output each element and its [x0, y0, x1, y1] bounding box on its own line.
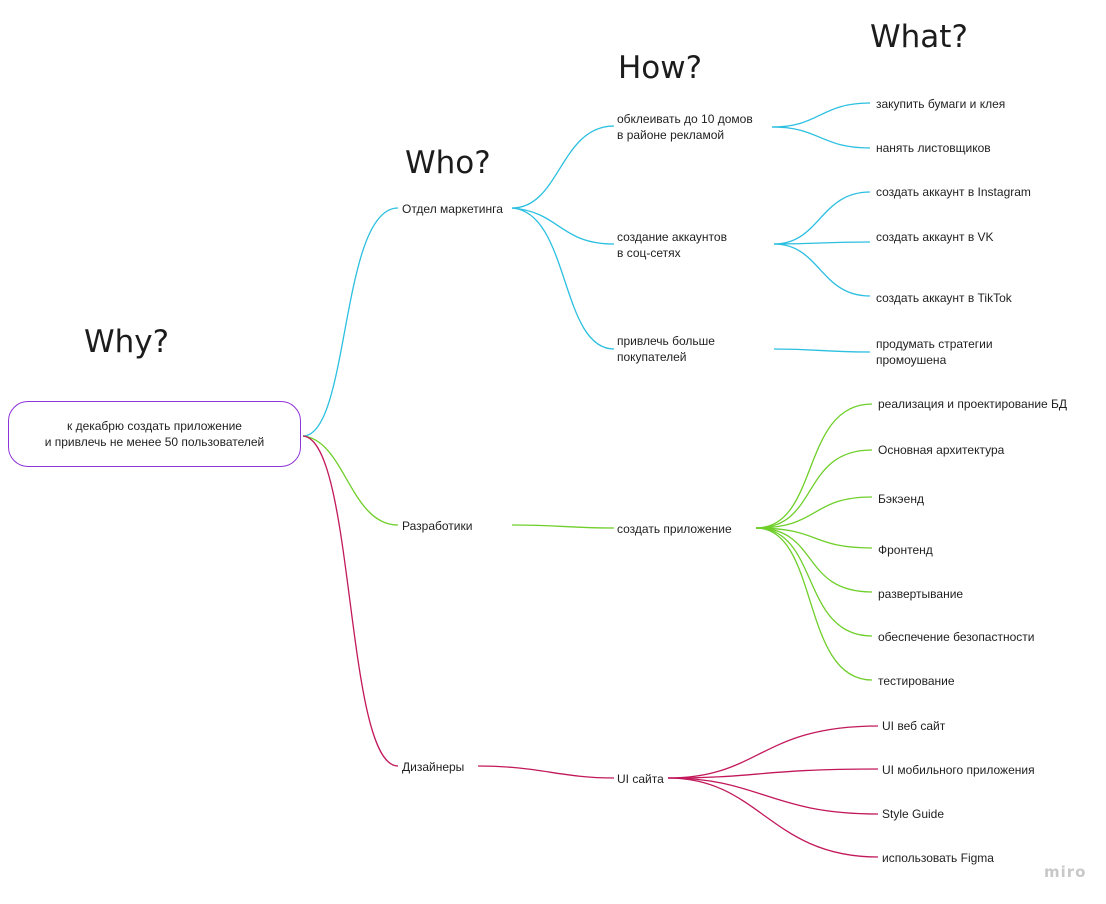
connector-marketing-social — [511, 207, 615, 245]
node-app-item-6[interactable]: обеспечение безопастности — [878, 630, 1035, 644]
node-posters-item-1[interactable]: закупить бумаги и клея — [876, 97, 1006, 111]
root-goal-node[interactable]: к декабрю создать приложение и привлечь … — [8, 401, 301, 467]
connector-app-item-7 — [755, 527, 873, 681]
connector-app-item-2 — [755, 449, 873, 529]
node-app-item-7[interactable]: тестирование — [878, 674, 955, 688]
connector-root-design — [302, 435, 399, 767]
connector-app-item-4 — [755, 527, 873, 549]
node-customers-item-1[interactable]: продумать стратегии промоушена — [876, 337, 993, 367]
node-ui-item-1[interactable]: UI веб сайт — [882, 719, 946, 733]
node-ui-item-3[interactable]: Style Guide — [882, 807, 945, 821]
node-development[interactable]: Разработики — [402, 519, 473, 533]
node-app-item-3[interactable]: Бэкэенд — [878, 492, 924, 506]
connector-ui-item-2 — [667, 768, 879, 779]
node-marketing-social[interactable]: создание аккаунтов в соц-сетях — [617, 230, 727, 260]
node-app-item-4[interactable]: Фронтенд — [878, 543, 933, 557]
connector-ui-item-1 — [667, 725, 879, 779]
connector-marketing-posters — [511, 125, 615, 209]
connector-design-ui — [477, 765, 615, 779]
connector-ui-item-3 — [667, 777, 879, 815]
node-marketing-posters[interactable]: обклеивать до 10 домов в районе рекламой — [617, 112, 753, 142]
connector-posters-item-1 — [771, 102, 871, 128]
connector-customers-item-1 — [773, 348, 871, 353]
connector-marketing-customers — [511, 207, 615, 350]
miro-logo: miro — [1044, 863, 1087, 881]
node-marketing[interactable]: Отдел маркетинга — [402, 202, 503, 216]
connector-ui-item-4 — [667, 777, 879, 858]
connector-social-item-1 — [773, 191, 871, 245]
connector-root-development — [302, 435, 399, 526]
node-ui-item-4[interactable]: использовать Figma — [882, 851, 994, 865]
connector-root-marketing — [302, 207, 399, 437]
connector-app-item-6 — [755, 527, 873, 637]
node-posters-item-2[interactable]: нанять листовщиков — [876, 141, 991, 155]
connector-social-item-2 — [773, 241, 871, 245]
connector-app-item-5 — [755, 527, 873, 593]
node-ui-item-2[interactable]: UI мобильного приложения — [882, 763, 1035, 777]
node-app-item-1[interactable]: реализация и проектирование БД — [878, 397, 1068, 411]
node-app-item-2[interactable]: Основная архитектура — [878, 443, 1005, 457]
node-social-item-1[interactable]: создать аккаунт в Instagram — [876, 185, 1031, 199]
heading-what: What? — [870, 19, 968, 55]
node-design-ui[interactable]: UI сайта — [617, 772, 664, 786]
node-development-app[interactable]: создать приложение — [617, 522, 732, 536]
heading-who: Who? — [405, 145, 491, 181]
connector-posters-item-2 — [771, 126, 871, 149]
node-app-item-5[interactable]: развертывание — [878, 587, 964, 601]
connector-app-item-3 — [755, 496, 873, 529]
connector-development-app — [511, 524, 615, 529]
connector-social-item-3 — [773, 243, 871, 297]
connector-app-item-1 — [755, 403, 873, 529]
heading-why: Why? — [84, 324, 170, 360]
node-design[interactable]: Дизайнеры — [402, 760, 465, 774]
node-social-item-2[interactable]: создать аккаунт в VK — [876, 230, 994, 244]
node-social-item-3[interactable]: создать аккаунт в TikTok — [876, 291, 1012, 305]
heading-how: How? — [618, 50, 703, 86]
node-marketing-customers[interactable]: привлечь больше покупателей — [617, 334, 715, 364]
